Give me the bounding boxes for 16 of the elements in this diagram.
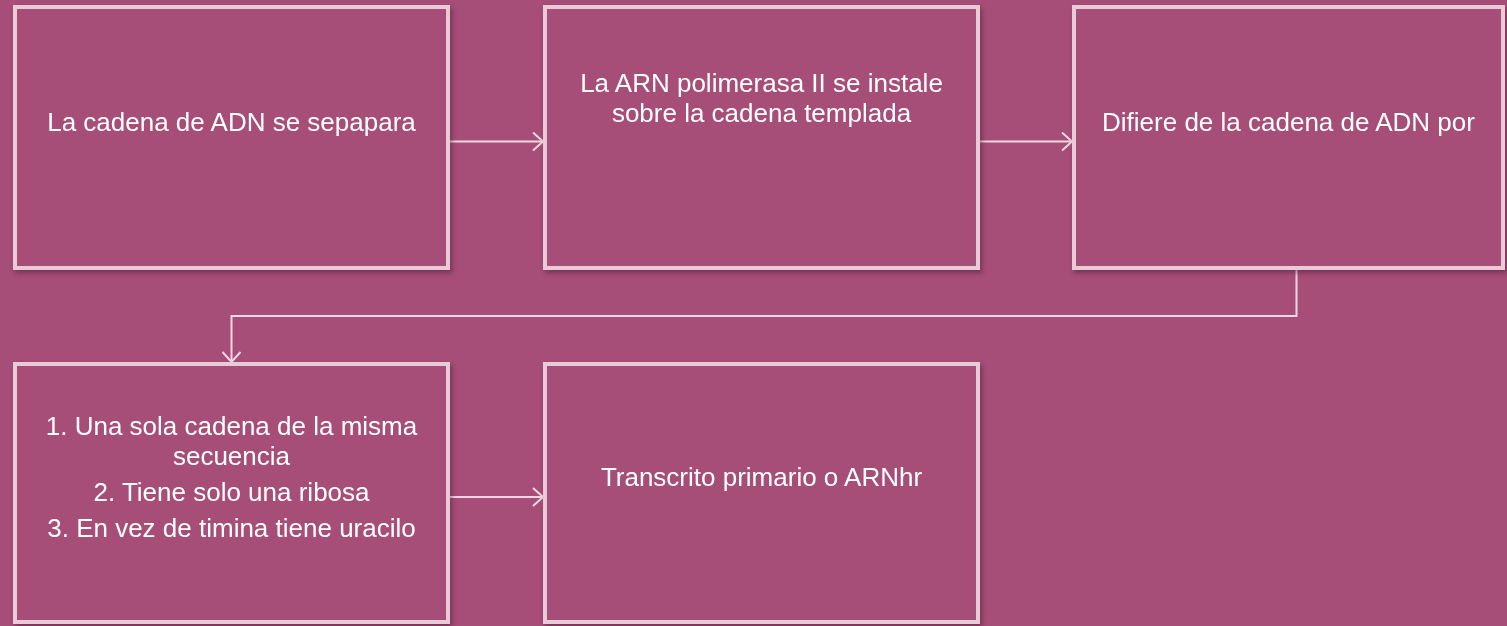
process-box [543, 362, 980, 624]
arrow [979, 131, 1073, 152]
arrow [449, 131, 544, 152]
box-text: 1. Una sola cadena de la misma secuencia [44, 412, 419, 472]
process-box [13, 362, 450, 624]
box-text: La cadena de ADN se sepapara [47, 107, 416, 138]
box-text: Transcrito primario o ARNhr [600, 463, 923, 493]
box-text: La ARN polimerasa II se instale sobre la cadena templada [579, 69, 944, 129]
process-box [1072, 5, 1505, 270]
process-box [13, 5, 450, 270]
process-box [543, 5, 980, 270]
arrow [221, 269, 1298, 363]
box-text: 2. Tiene solo una ribosa [93, 478, 370, 508]
arrow [449, 487, 544, 507]
box-text: Difiere de la cadena de ADN por [1102, 107, 1475, 138]
box-text: 3. En vez de timina tiene uracilo [47, 513, 416, 544]
